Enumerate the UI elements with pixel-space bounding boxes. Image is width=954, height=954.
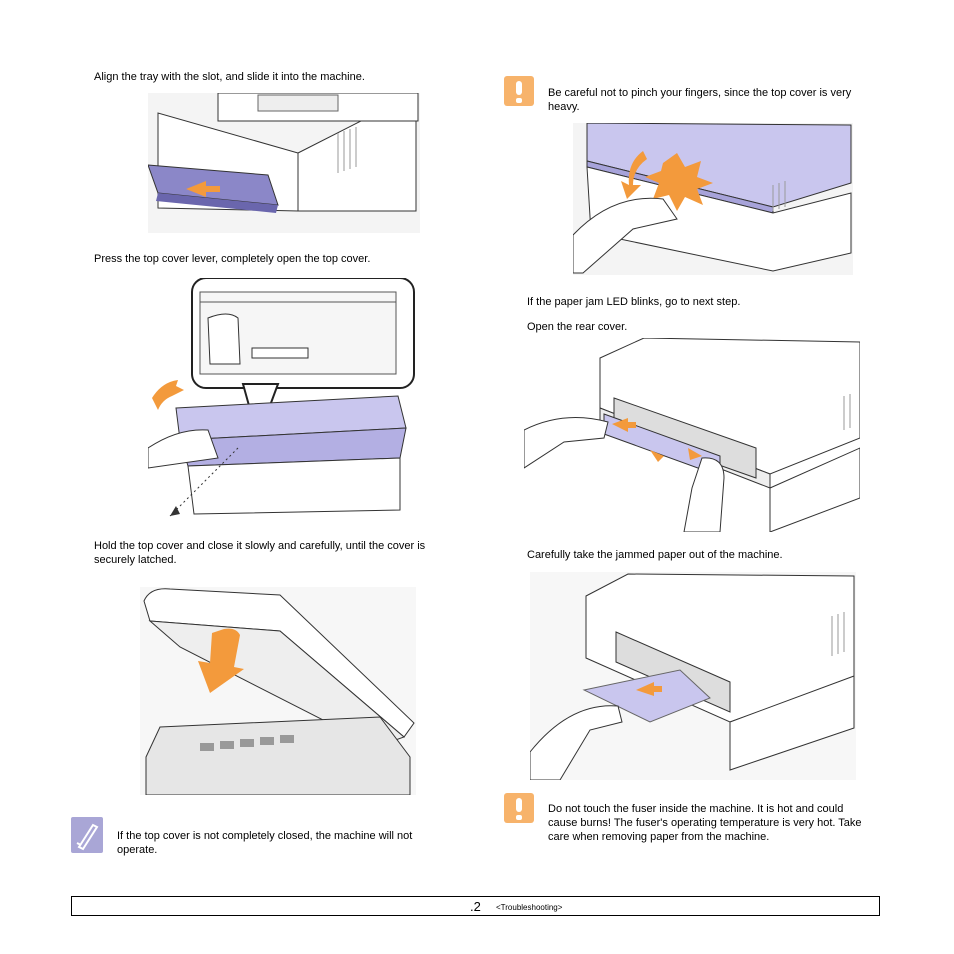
orange-arrow-icon — [198, 628, 244, 693]
step-5-text: Open the rear cover. — [527, 321, 628, 333]
open-cover-illustration — [148, 278, 416, 524]
note-text: If the top cover is not completely close… — [117, 830, 413, 856]
page-number: .2 — [470, 899, 481, 914]
orange-arrow-icon — [621, 151, 647, 199]
pinch-warning-illustration — [573, 123, 853, 275]
orange-arrow-icon — [152, 380, 184, 410]
page-footer: .2 <Troubleshooting> — [71, 896, 880, 916]
note-icon — [71, 817, 103, 853]
step-4-text: If the paper jam LED blinks, go to next … — [527, 296, 741, 308]
section-label: <Troubleshooting> — [496, 903, 563, 912]
orange-arrow-icon — [636, 682, 662, 696]
caution-1-text: Be careful not to pinch your fingers, si… — [548, 87, 852, 113]
caution-icon — [504, 76, 534, 106]
orange-arrow-icon — [612, 418, 636, 432]
tray-insert-illustration — [148, 93, 420, 233]
open-rear-cover-illustration — [524, 338, 860, 532]
caution-2-text: Do not touch the fuser inside the machin… — [548, 803, 862, 843]
step-6-text: Carefully take the jammed paper out of t… — [527, 549, 783, 561]
remove-paper-illustration — [530, 572, 856, 780]
caution-icon — [504, 793, 534, 823]
close-cover-illustration — [140, 587, 416, 795]
step-3-text: Hold the top cover and close it slowly a… — [94, 540, 426, 566]
step-1-text: Align the tray with the slot, and slide … — [94, 71, 365, 83]
orange-arrow-icon — [186, 181, 220, 197]
step-2-text: Press the top cover lever, completely op… — [94, 253, 371, 265]
